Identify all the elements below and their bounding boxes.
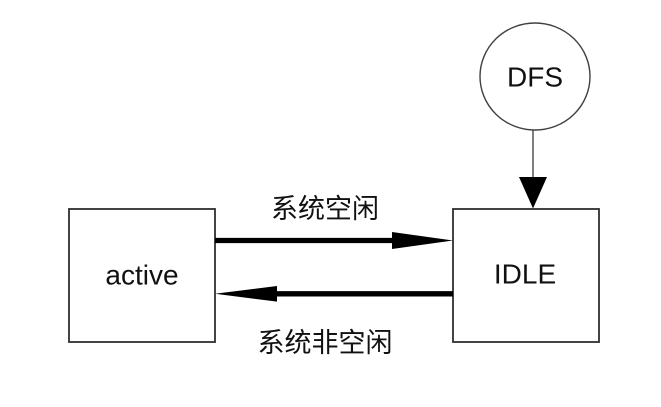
idle-node-label: IDLE bbox=[494, 259, 556, 290]
idle-node-shape bbox=[452, 208, 600, 343]
active-to-idle-edge-label: 系统空闲 bbox=[271, 194, 379, 224]
active-node-label: active bbox=[105, 260, 178, 291]
node-active: active bbox=[68, 208, 216, 343]
node-dfs: DFS bbox=[479, 22, 591, 131]
active-to-idle-arrowhead-right-icon bbox=[392, 232, 453, 249]
active-node-shape bbox=[68, 208, 216, 343]
dfs-to-idle-arrowhead-down-icon bbox=[519, 177, 547, 209]
edge-dfs-to-idle bbox=[519, 130, 547, 209]
idle-to-active-arrowhead-left-icon bbox=[215, 286, 277, 302]
dfs-node-label: DFS bbox=[507, 62, 563, 93]
dfs-node-shape bbox=[479, 22, 591, 131]
edge-active-to-idle: 系统空闲 bbox=[215, 194, 453, 249]
edge-idle-to-active: 系统非空闲 bbox=[215, 286, 453, 358]
idle-to-active-edge-label: 系统非空闲 bbox=[258, 328, 393, 358]
node-idle: IDLE bbox=[452, 208, 600, 343]
